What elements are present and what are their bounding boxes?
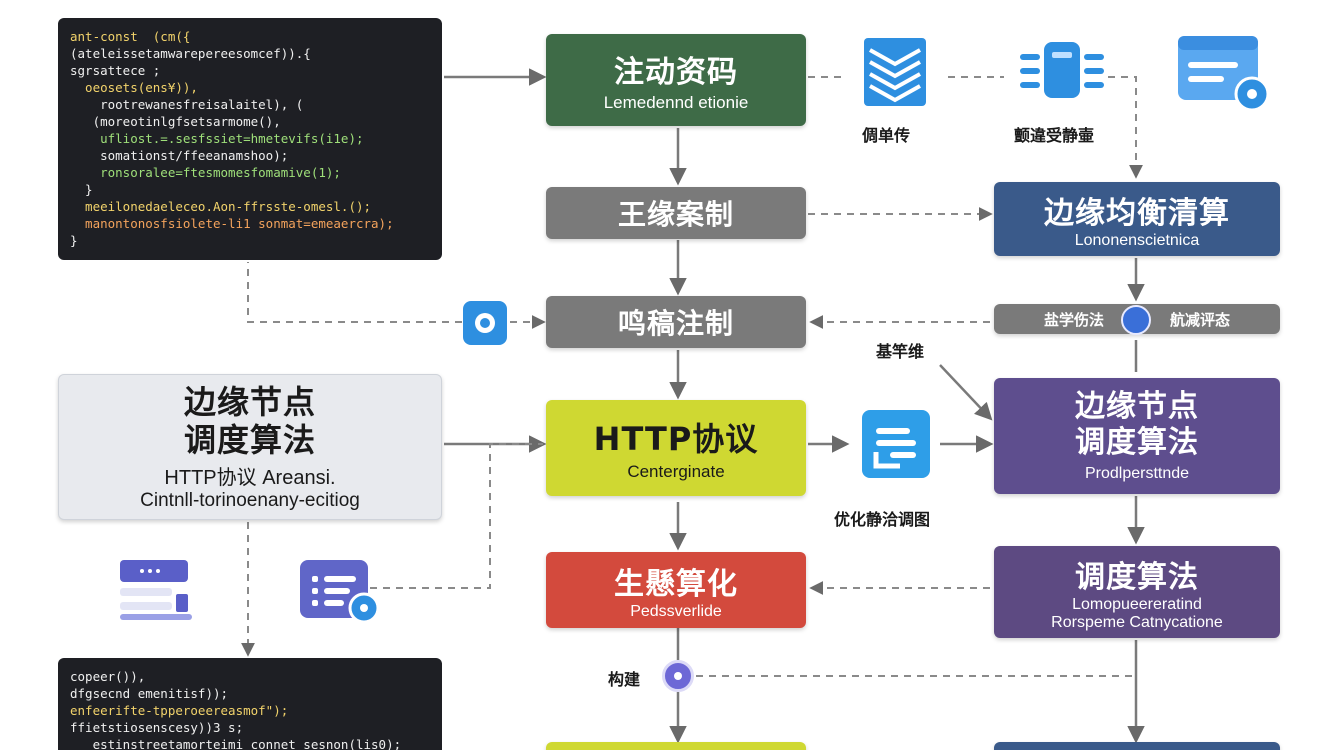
build-dot-icon[interactable] xyxy=(662,660,694,692)
node-n6-partial[interactable] xyxy=(546,742,806,750)
big-left-sub1: HTTP协议 Areansi. xyxy=(164,466,336,489)
server-sync-icon xyxy=(1018,40,1106,100)
base-label: 基竿维 xyxy=(876,342,925,361)
code-line: ufliost.=.sesfssiet=hmetevifs(i1e); xyxy=(70,131,364,146)
code-line: } xyxy=(70,182,93,197)
big-left-sub2: Cintnll-torinoenany-ecitiog xyxy=(140,489,360,511)
node-r3-sub1: Lomopueereratind xyxy=(1072,596,1202,613)
code-line: manontonosfsiolete-li1 sonmat=emeaercra)… xyxy=(70,216,394,231)
node-n4-sub: Centerginate xyxy=(627,462,725,481)
node-r2-title2: 调度算法 xyxy=(1075,425,1199,460)
code-line: estinstreetamorteimi_connet sesnon(lis0)… xyxy=(70,737,402,750)
browser-window-icon xyxy=(1176,34,1274,112)
node-big-left[interactable]: 边缘节点 调度算法 HTTP协议 Areansi. Cintnll-torino… xyxy=(58,374,442,520)
node-r2[interactable]: 边缘节点 调度算法 Prodlpersttnde xyxy=(994,378,1280,494)
node-r1[interactable]: 边缘均衡清算 Lononenscietnica xyxy=(994,182,1280,256)
node-r3-title: 调度算法 xyxy=(1075,560,1199,595)
node-r3-sub2: Rorspeme Catnycatione xyxy=(1051,614,1223,631)
code-line: rootrewanesfreisalaitel), ( xyxy=(70,97,304,112)
icon1-label: 倜单传 xyxy=(862,126,911,145)
node-r2-title1: 边缘节点 xyxy=(1075,389,1199,424)
list-panel-icon xyxy=(860,408,932,480)
code-snippet-top: ant-const (cm({ (ateleissetamwarepereesom… xyxy=(58,18,442,260)
r-bar-left-label: 盐学伤法 xyxy=(1044,310,1105,329)
code-line: (ateleissetamwarepereesomcef)).{ xyxy=(70,46,311,61)
list-document-icon xyxy=(298,558,382,624)
code-line: dfgsecnd emenitisf)); xyxy=(70,686,229,701)
node-n3-title: 鸣稿注制 xyxy=(617,307,734,340)
code-line: enfeerifte-tpperoeereasmof"); xyxy=(70,703,289,718)
big-left-title1: 边缘节点 xyxy=(183,382,316,421)
server-rack-icon xyxy=(118,558,194,622)
code-line: ronsoralee=ftesmomesfomamive(1); xyxy=(70,165,341,180)
node-r2-sub: Prodlpersttnde xyxy=(1084,465,1190,482)
node-n1-title: 注动资码 xyxy=(614,55,738,90)
code-line: sgrsattece ; xyxy=(70,63,161,78)
code-line: meeilonedaeleceo.Aon-ffrsste-omesl.(); xyxy=(70,199,372,214)
stack-document-icon xyxy=(860,36,930,108)
node-r4-partial[interactable] xyxy=(994,742,1280,750)
big-left-title2: 调度算法 xyxy=(183,420,316,459)
code-line: (moreotinlgfsetsarmome(), xyxy=(70,114,281,129)
code-line: ffietstiosenscesy))3 s; xyxy=(70,720,244,735)
r-bar-right-label: 航减评态 xyxy=(1169,310,1230,329)
icon2-label: 颤違受静壷 xyxy=(1014,126,1095,145)
optimize-label: 优化静洽调图 xyxy=(834,510,931,529)
node-n5-sub: Pedssverlide xyxy=(630,603,722,620)
node-n4[interactable]: HTTP协议 Centerginate xyxy=(546,400,806,496)
code-line: } xyxy=(70,233,78,248)
node-n4-title: HTTP协议 xyxy=(593,420,759,458)
code-line: copeer()), xyxy=(70,669,146,684)
build-label: 构建 xyxy=(608,670,641,689)
node-n5-title: 生懸算化 xyxy=(614,567,738,602)
node-r1-title: 边缘均衡清算 xyxy=(1044,196,1230,231)
node-n5[interactable]: 生懸算化 Pedssverlide xyxy=(546,552,806,628)
target-node-icon[interactable] xyxy=(462,300,508,346)
r-bar-dot-icon xyxy=(1121,305,1151,335)
code-snippet-bottom: copeer()), dfgsecnd emenitisf)); enfeerift… xyxy=(58,658,442,750)
node-r3[interactable]: 调度算法 Lomopueereratind Rorspeme Catnycati… xyxy=(994,546,1280,638)
code-line: ant-const (cm({ xyxy=(70,29,191,44)
node-n2[interactable]: 王缘案制 xyxy=(546,187,806,239)
node-r1-sub: Lononenscietnica xyxy=(1074,232,1200,249)
node-n2-title: 王缘案制 xyxy=(617,198,734,231)
node-n1[interactable]: 注动资码 Lemedennd etionie xyxy=(546,34,806,126)
code-line: oeosets(ens¥)), xyxy=(70,80,198,95)
node-n1-sub: Lemedennd etionie xyxy=(603,93,749,112)
node-n3[interactable]: 鸣稿注制 xyxy=(546,296,806,348)
code-line: somationst/ffeeanamshoo); xyxy=(70,148,289,163)
